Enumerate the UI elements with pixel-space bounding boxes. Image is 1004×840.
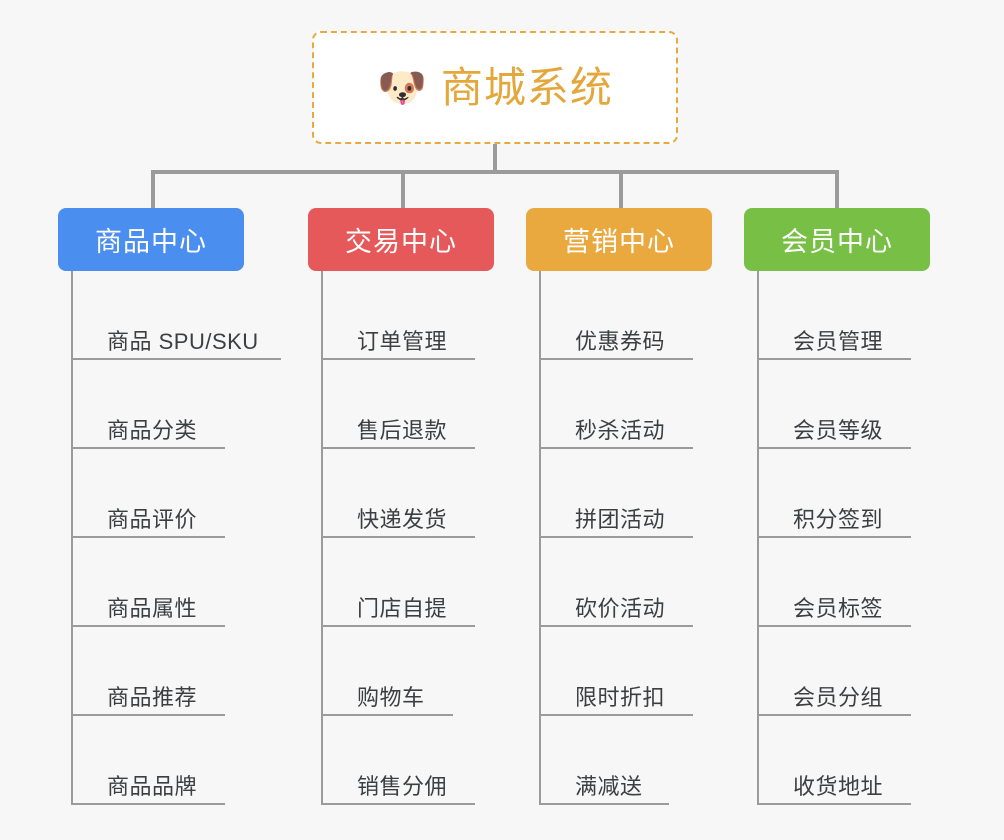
leaf-item[interactable]: 优惠券码 <box>541 271 716 360</box>
leaf-list-3: 优惠券码秒杀活动拼团活动砍价活动限时折扣满减送 <box>539 271 716 805</box>
leaf-item[interactable]: 商品分类 <box>73 360 248 449</box>
leaf-item-underline <box>541 447 693 449</box>
connector-drop-2 <box>401 170 405 210</box>
leaf-item-label: 满减送 <box>575 773 643 799</box>
leaf-list-1: 商品 SPU/SKU 商品分类商品评价商品属性商品推荐商品品牌 <box>71 271 281 805</box>
leaf-item-underline <box>323 358 475 360</box>
leaf-item[interactable]: 商品推荐 <box>73 627 248 716</box>
leaf-item-label: 门店自提 <box>357 595 448 621</box>
leaf-item-underline <box>759 536 911 538</box>
leaf-item[interactable]: 商品 SPU/SKU <box>73 271 281 360</box>
leaf-item[interactable]: 购物车 <box>323 627 498 716</box>
leaf-item[interactable]: 快递发货 <box>323 449 498 538</box>
leaf-item-label: 会员管理 <box>793 328 884 354</box>
leaf-item-label: 售后退款 <box>357 417 448 443</box>
leaf-item-underline <box>73 447 225 449</box>
category-header-4[interactable]: 会员中心 <box>744 208 930 271</box>
leaf-item-label: 砍价活动 <box>575 595 666 621</box>
leaf-item-underline <box>323 536 475 538</box>
leaf-item-label: 秒杀活动 <box>575 417 666 443</box>
category-column-会员中心: 会员中心 会员管理会员等级积分签到会员标签会员分组收货地址 <box>744 208 934 805</box>
leaf-item-underline <box>759 625 911 627</box>
root-node[interactable]: 🐶 商城系统 <box>312 31 678 144</box>
category-column-商品中心: 商品中心 商品 SPU/SKU 商品分类商品评价商品属性商品推荐商品品牌 <box>58 208 281 805</box>
leaf-item-label: 收货地址 <box>793 773 884 799</box>
leaf-list-2: 订单管理售后退款快递发货门店自提购物车销售分佣 <box>321 271 498 805</box>
leaf-item-underline <box>73 625 225 627</box>
leaf-item-label: 商品属性 <box>107 595 198 621</box>
category-column-营销中心: 营销中心 优惠券码秒杀活动拼团活动砍价活动限时折扣满减送 <box>526 208 716 805</box>
leaf-item-label: 快递发货 <box>357 506 448 532</box>
leaf-item[interactable]: 售后退款 <box>323 360 498 449</box>
leaf-item[interactable]: 秒杀活动 <box>541 360 716 449</box>
leaf-item[interactable]: 会员标签 <box>759 538 934 627</box>
leaf-item-label: 会员等级 <box>793 417 884 443</box>
category-header-3[interactable]: 营销中心 <box>526 208 712 271</box>
leaf-item-underline <box>759 447 911 449</box>
shiba-dog-emoji-icon: 🐶 <box>377 65 427 110</box>
leaf-item-label: 拼团活动 <box>575 506 666 532</box>
leaf-item[interactable]: 订单管理 <box>323 271 498 360</box>
leaf-item[interactable]: 收货地址 <box>759 716 934 805</box>
leaf-item[interactable]: 会员管理 <box>759 271 934 360</box>
leaf-item-underline <box>73 803 225 805</box>
leaf-item-label: 积分签到 <box>793 506 884 532</box>
connector-drop-1 <box>151 170 155 210</box>
leaf-item[interactable]: 积分签到 <box>759 449 934 538</box>
leaf-item-label: 商品推荐 <box>107 684 198 710</box>
leaf-item-label: 限时折扣 <box>575 684 666 710</box>
leaf-item[interactable]: 限时折扣 <box>541 627 716 716</box>
leaf-item-underline <box>541 803 669 805</box>
leaf-item-underline <box>541 625 693 627</box>
leaf-item[interactable]: 拼团活动 <box>541 449 716 538</box>
leaf-item-label: 订单管理 <box>357 328 448 354</box>
leaf-item[interactable]: 商品属性 <box>73 538 248 627</box>
leaf-item[interactable]: 商品品牌 <box>73 716 248 805</box>
leaf-item-underline <box>541 358 693 360</box>
category-header-2[interactable]: 交易中心 <box>308 208 494 271</box>
connector-horizontal-bus <box>151 170 839 174</box>
leaf-item[interactable]: 会员分组 <box>759 627 934 716</box>
leaf-item-underline <box>541 536 693 538</box>
root-title: 商城系统 <box>440 63 613 111</box>
leaf-item-label: 购物车 <box>357 684 425 710</box>
connector-root-stem <box>493 144 497 173</box>
leaf-item-label: 优惠券码 <box>575 328 666 354</box>
leaf-item-underline <box>73 536 225 538</box>
leaf-item[interactable]: 商品评价 <box>73 449 248 538</box>
leaf-item-label: 商品 SPU/SKU <box>107 328 259 354</box>
leaf-item[interactable]: 会员等级 <box>759 360 934 449</box>
leaf-item[interactable]: 满减送 <box>541 716 716 805</box>
leaf-item-label: 会员标签 <box>793 595 884 621</box>
category-column-交易中心: 交易中心 订单管理售后退款快递发货门店自提购物车销售分佣 <box>308 208 498 805</box>
leaf-item-underline <box>73 358 281 360</box>
connector-drop-4 <box>835 170 839 210</box>
leaf-item-label: 商品评价 <box>107 506 198 532</box>
leaf-item-underline <box>323 803 475 805</box>
leaf-list-4: 会员管理会员等级积分签到会员标签会员分组收货地址 <box>757 271 934 805</box>
leaf-item-label: 会员分组 <box>793 684 884 710</box>
leaf-item-label: 商品品牌 <box>107 773 198 799</box>
leaf-item-underline <box>73 714 225 716</box>
leaf-item-underline <box>323 625 475 627</box>
leaf-item-underline <box>759 358 911 360</box>
leaf-item-label: 销售分佣 <box>357 773 448 799</box>
leaf-item-label: 商品分类 <box>107 417 198 443</box>
connector-drop-3 <box>619 170 623 210</box>
leaf-item[interactable]: 销售分佣 <box>323 716 498 805</box>
leaf-item-underline <box>323 714 453 716</box>
leaf-item[interactable]: 砍价活动 <box>541 538 716 627</box>
leaf-item-underline <box>541 714 693 716</box>
category-header-1[interactable]: 商品中心 <box>58 208 244 271</box>
leaf-item-underline <box>759 803 911 805</box>
leaf-item-underline <box>759 714 911 716</box>
leaf-item[interactable]: 门店自提 <box>323 538 498 627</box>
leaf-item-underline <box>323 447 475 449</box>
